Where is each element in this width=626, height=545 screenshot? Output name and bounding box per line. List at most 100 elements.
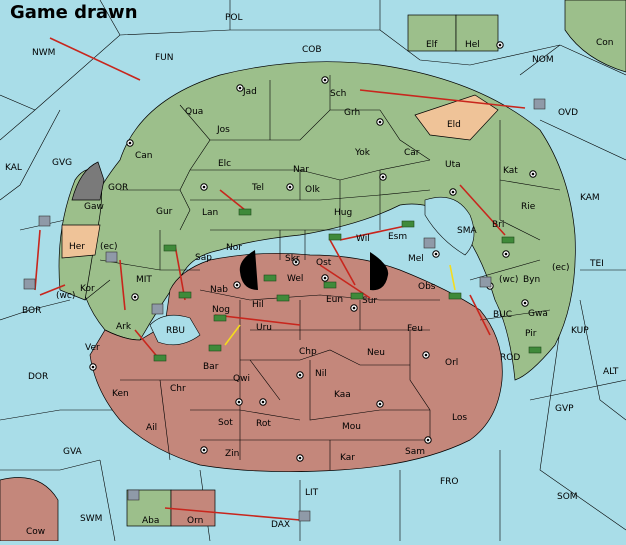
svg-text:Neu: Neu: [367, 348, 385, 358]
strait-east: [370, 252, 389, 291]
supply-center-dot: [235, 283, 239, 287]
army-unit-icon: [528, 346, 542, 354]
svg-text:Orn: Orn: [187, 516, 203, 526]
supply-center-dot: [498, 43, 502, 47]
svg-text:Kaa: Kaa: [334, 390, 351, 400]
svg-text:Tel: Tel: [251, 183, 264, 193]
svg-text:(wc): (wc): [499, 275, 518, 285]
fleet-unit-icon: [38, 215, 51, 227]
supply-center-dot: [261, 400, 265, 404]
territory-eld[interactable]: [414, 94, 499, 141]
svg-text:Nog: Nog: [212, 305, 230, 315]
svg-text:Byn: Byn: [523, 275, 540, 285]
svg-text:Chp: Chp: [299, 347, 317, 357]
svg-text:Jad: Jad: [242, 87, 257, 97]
supply-center-dot: [531, 172, 535, 176]
fleet-unit-icon: [151, 303, 164, 315]
svg-text:Car: Car: [404, 148, 420, 158]
svg-text:(wc): (wc): [56, 291, 75, 301]
svg-text:FUN: FUN: [155, 53, 174, 63]
territory-cow[interactable]: [0, 477, 59, 542]
svg-text:Ken: Ken: [112, 389, 129, 399]
svg-text:TEI: TEI: [589, 259, 604, 269]
svg-text:Sur: Sur: [362, 296, 377, 306]
svg-text:Aba: Aba: [142, 516, 159, 526]
territory-orn[interactable]: [170, 489, 216, 527]
svg-text:Grh: Grh: [344, 108, 360, 118]
svg-text:NWM: NWM: [32, 48, 55, 58]
svg-text:Sap: Sap: [195, 253, 212, 263]
svg-text:ROD: ROD: [500, 353, 520, 363]
svg-text:Nar: Nar: [293, 165, 309, 175]
supply-center-dot: [91, 365, 95, 369]
game-status-title: Game drawn: [10, 2, 138, 23]
supply-center-dot: [323, 78, 327, 82]
supply-center-dot: [381, 175, 385, 179]
army-unit-icon: [208, 344, 222, 352]
svg-text:Wil: Wil: [356, 234, 370, 244]
svg-text:DAX: DAX: [271, 520, 290, 530]
supply-center-dot: [424, 353, 428, 357]
units: [23, 98, 546, 522]
order-arrows: [34, 37, 526, 521]
army-unit-icon: [350, 292, 364, 300]
svg-text:SWM: SWM: [80, 514, 102, 524]
territory-aba[interactable]: [126, 489, 172, 527]
supply-center-dot: [294, 260, 298, 264]
svg-text:Rot: Rot: [256, 419, 271, 429]
svg-text:Elf: Elf: [426, 40, 438, 50]
fleet-unit-icon: [105, 251, 118, 263]
territory-hel[interactable]: [455, 14, 499, 52]
svg-text:GVG: GVG: [52, 158, 72, 168]
svg-text:Orl: Orl: [445, 358, 458, 368]
sea-rbu[interactable]: [149, 314, 201, 346]
supply-center-dot: [523, 301, 527, 305]
supply-center-dot: [378, 402, 382, 406]
supply-center-dot: [298, 373, 302, 377]
svg-text:KAM: KAM: [580, 193, 600, 203]
territory-gaw[interactable]: [71, 161, 105, 201]
supply-center-dot: [298, 456, 302, 460]
strait-west: [239, 250, 258, 290]
svg-text:GOR: GOR: [108, 183, 128, 193]
svg-text:OVD: OVD: [558, 108, 578, 118]
svg-text:Eld: Eld: [447, 120, 461, 130]
supply-center-dot: [133, 295, 137, 299]
fleet-unit-icon: [423, 237, 436, 249]
svg-text:BUC: BUC: [493, 310, 512, 320]
army-unit-icon: [163, 244, 177, 252]
supply-center-dot: [238, 86, 242, 90]
supply-center-dot: [378, 120, 382, 124]
supply-centers: [89, 41, 537, 462]
army-unit-icon: [501, 236, 515, 244]
northern-borders: [84, 75, 561, 321]
svg-text:Ver: Ver: [85, 343, 100, 353]
southern-continent[interactable]: [89, 252, 503, 473]
supply-center-dot: [288, 185, 292, 189]
supply-center-dot: [323, 276, 327, 280]
territory-her[interactable]: [61, 224, 101, 259]
svg-text:Bri: Bri: [492, 220, 504, 230]
svg-text:Hug: Hug: [334, 208, 352, 218]
svg-text:Zin: Zin: [225, 449, 239, 459]
svg-text:SOM: SOM: [557, 492, 578, 502]
supply-center-dot: [434, 252, 438, 256]
svg-text:Skr: Skr: [285, 254, 300, 264]
svg-text:LIT: LIT: [305, 488, 319, 498]
territory-elf[interactable]: [407, 14, 457, 52]
supply-center-dot: [237, 400, 241, 404]
army-unit-icon: [153, 354, 167, 362]
svg-text:Ost: Ost: [316, 258, 332, 268]
sea-sma[interactable]: [424, 196, 475, 256]
svg-text:Bar: Bar: [203, 362, 219, 372]
army-unit-icon: [238, 208, 252, 216]
svg-text:Obs: Obs: [418, 282, 436, 292]
svg-text:Eun: Eun: [326, 295, 343, 305]
svg-text:Olk: Olk: [305, 185, 321, 195]
svg-text:(ec): (ec): [552, 263, 570, 273]
svg-text:Qwi: Qwi: [233, 374, 250, 384]
svg-text:Chr: Chr: [170, 384, 186, 394]
